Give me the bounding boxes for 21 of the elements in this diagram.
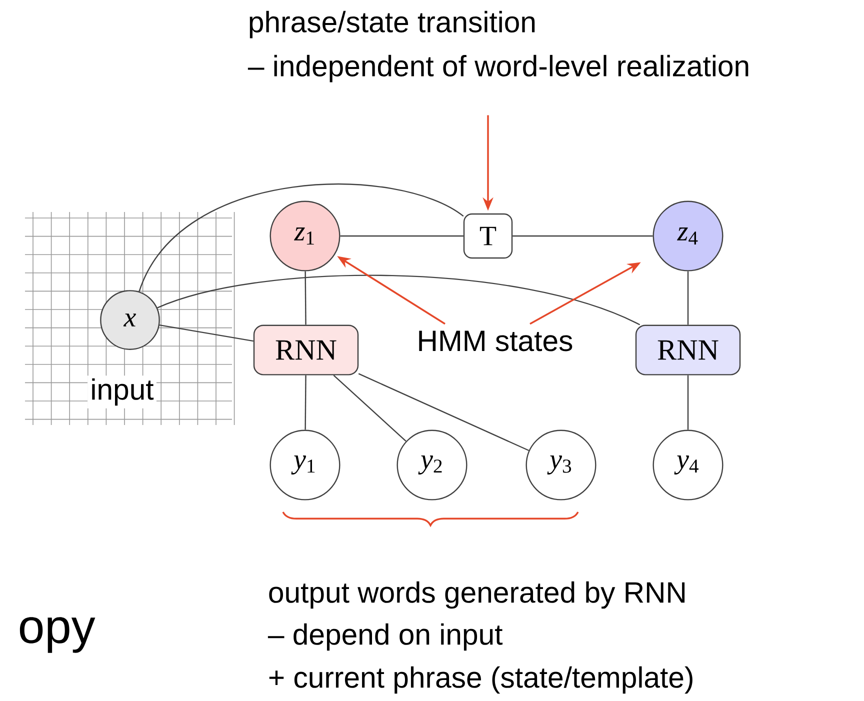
connector-line — [687, 271, 689, 325]
cut-off-text: opy — [20, 617, 96, 653]
connector-line — [157, 274, 640, 326]
rnn-box: RNN — [253, 324, 359, 376]
connector-line — [687, 375, 689, 430]
connector-line — [159, 324, 254, 342]
connector-line — [138, 184, 464, 292]
transition-box: T — [463, 213, 513, 259]
note-text: – depend on input — [268, 623, 503, 651]
annotation-text: HMM states — [419, 330, 572, 352]
rnn-box: RNN — [635, 324, 741, 376]
connector-line — [340, 235, 464, 237]
connector-line — [333, 374, 406, 442]
note-text: output words generated by RNN — [269, 581, 685, 609]
connector-line — [512, 235, 653, 237]
note-text: + current phrase (state/template) — [269, 666, 692, 694]
input-label: input — [88, 376, 156, 408]
annotation-text: phrase/state transition – independent of word-level realization — [248, 10, 748, 82]
connector-line — [304, 375, 306, 430]
connector-line — [358, 373, 530, 452]
connector-line — [304, 271, 306, 325]
